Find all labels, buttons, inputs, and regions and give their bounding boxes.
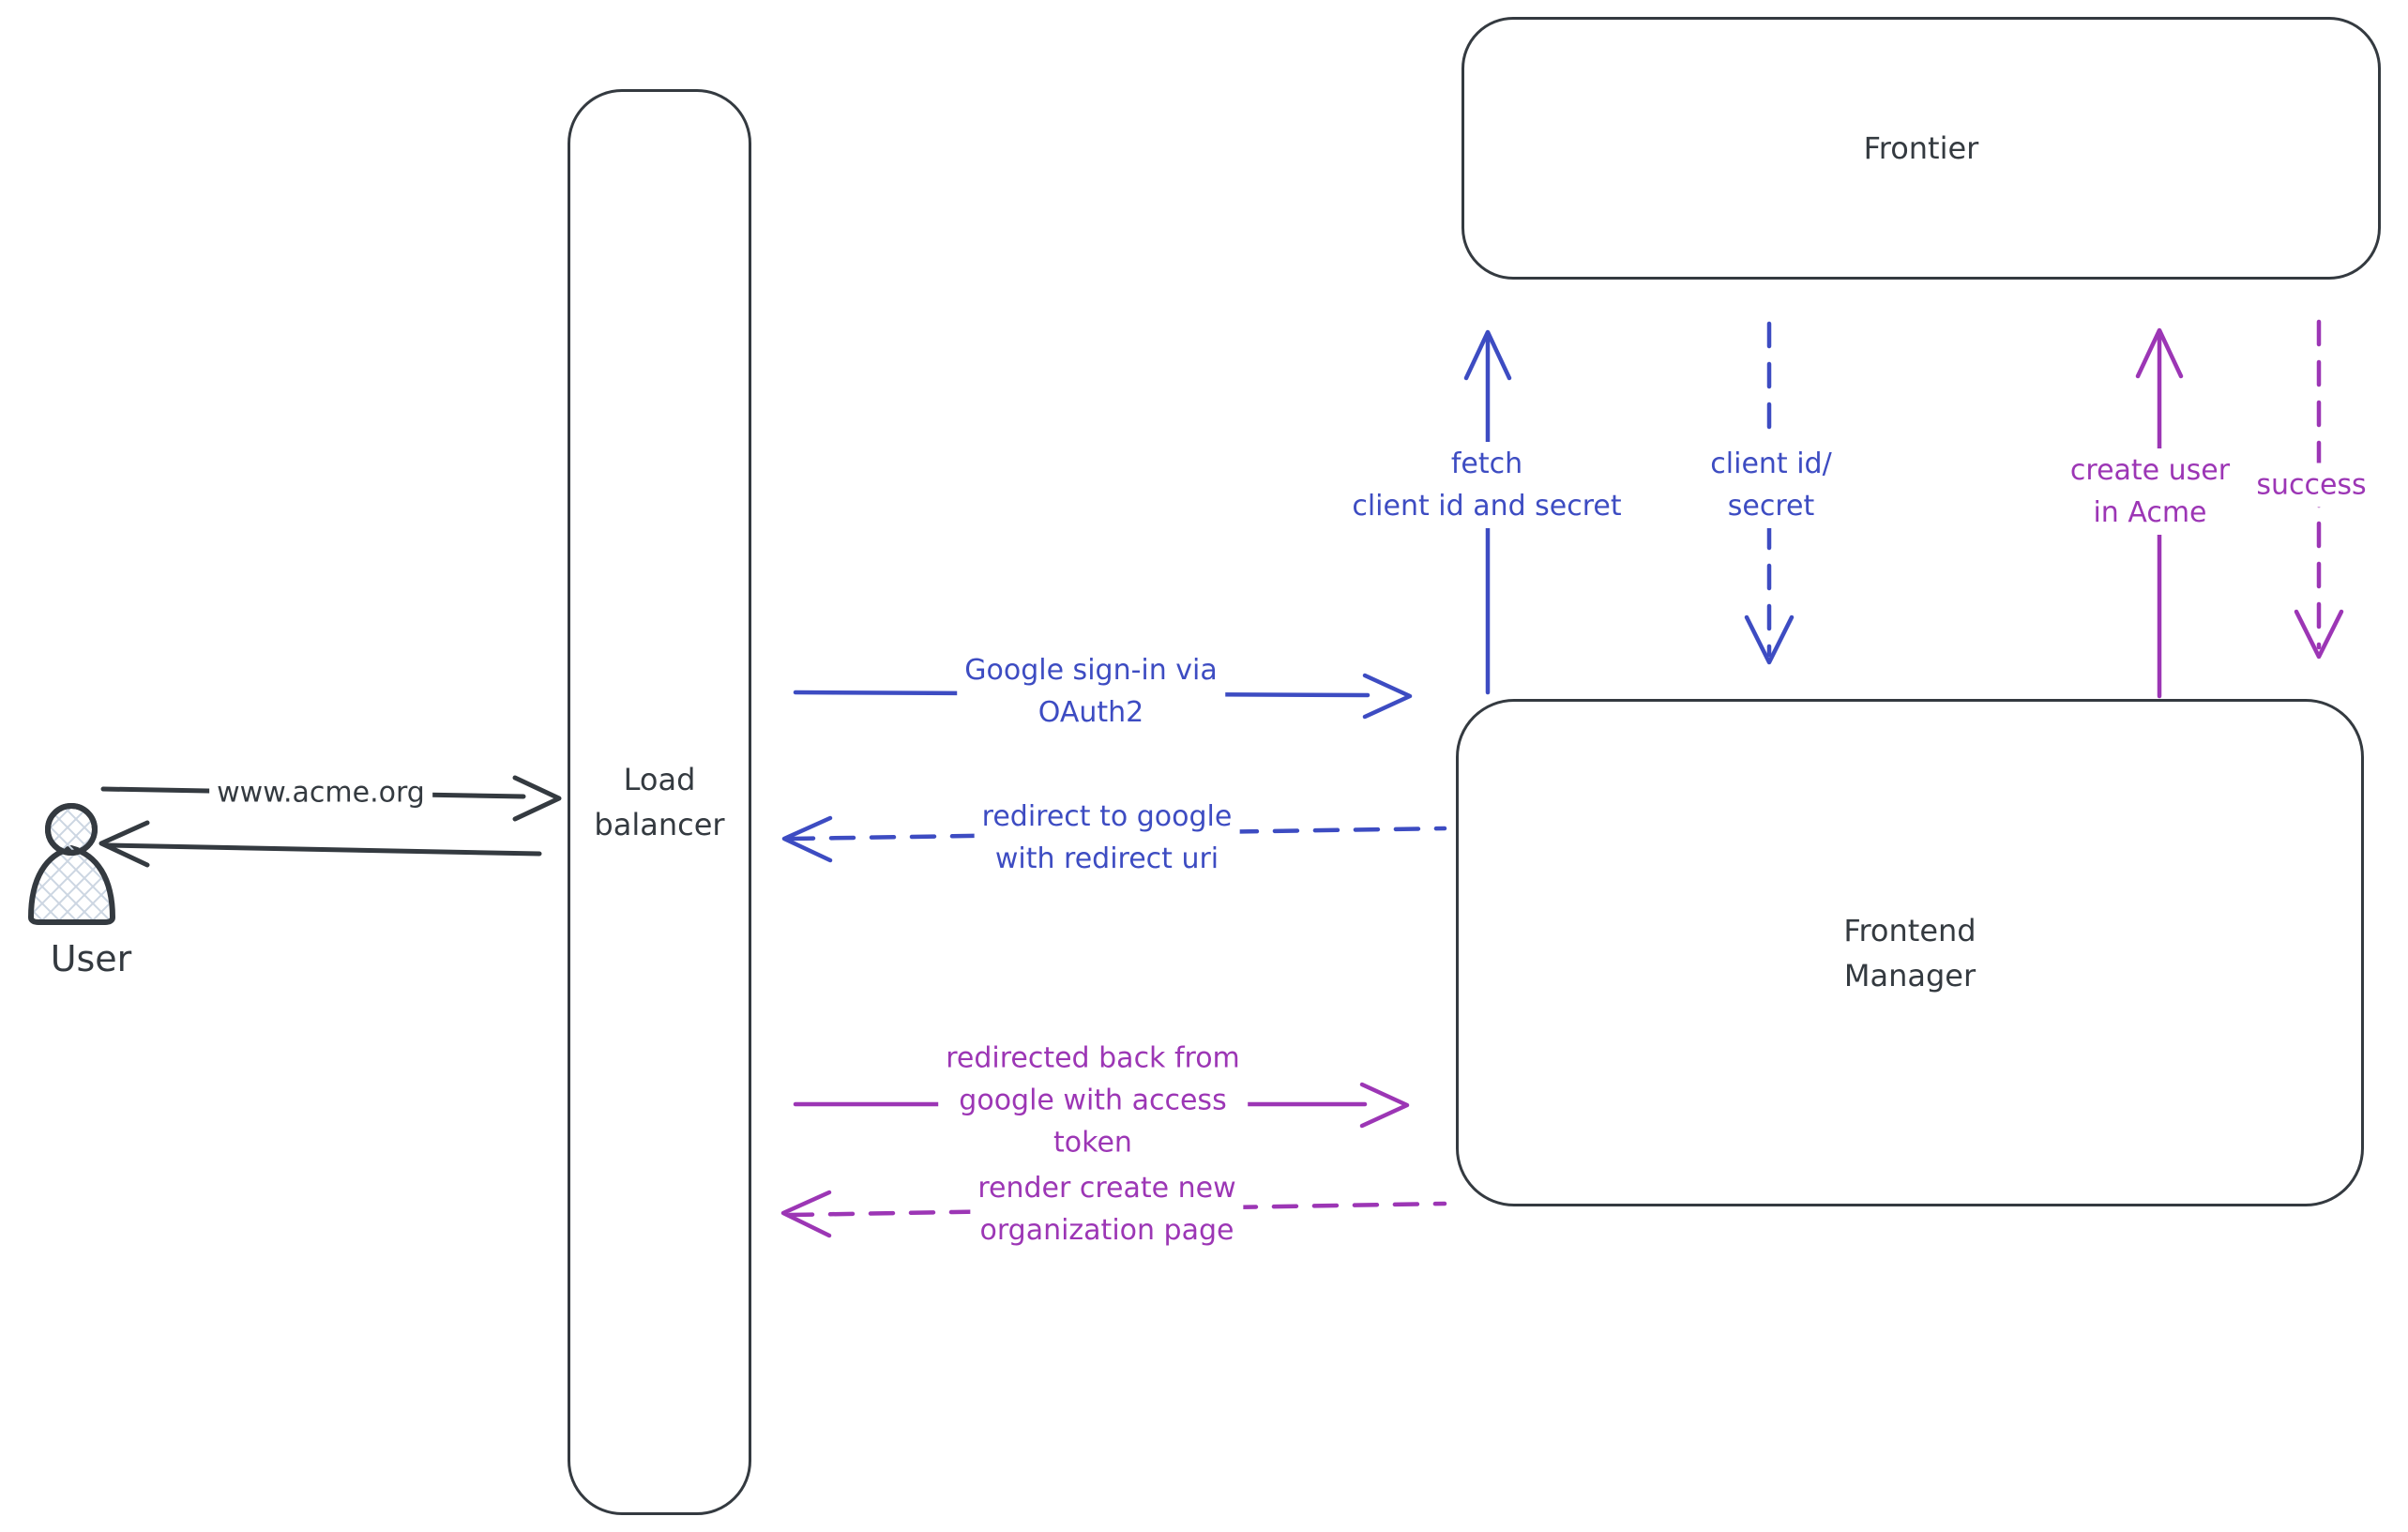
- edge-label-render-page: render create new organization page: [970, 1166, 1244, 1252]
- node-load-balancer: Load balancer: [568, 89, 751, 1515]
- user-label: User: [50, 938, 132, 979]
- edge-label-fetch-secret: fetch client id and secret: [1344, 442, 1629, 528]
- edge-label-google-signin: Google sign-in via OAuth2: [957, 648, 1225, 735]
- node-frontend-manager: Frontend Manager: [1456, 699, 2364, 1206]
- edge-label-redirected-back: redirected back from google with access …: [938, 1036, 1248, 1165]
- user-body: [28, 845, 115, 925]
- node-frontier: Frontier: [1461, 17, 2381, 280]
- frontend-manager-label: Frontend Manager: [1843, 912, 1976, 994]
- edge-label-create-user: create user in Acme: [2062, 448, 2238, 535]
- load-balancer-label: Load balancer: [594, 762, 725, 842]
- user-figure: [28, 803, 115, 925]
- arrow-lb-to-user: [98, 820, 542, 868]
- edge-label-redirect-google: redirect to google with redirect uri: [974, 795, 1240, 881]
- edge-label-success: success: [2249, 463, 2374, 508]
- frontier-label: Frontier: [1863, 130, 1979, 166]
- user-head-fill-cover: [45, 803, 98, 856]
- edge-label-clientid-secret: client id/ secret: [1703, 442, 1840, 528]
- edge-label-www-acme: www.acme.org: [209, 770, 432, 815]
